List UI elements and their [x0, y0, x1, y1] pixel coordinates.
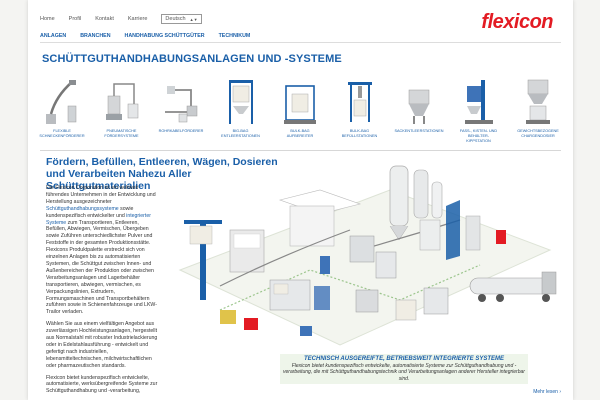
topnav-kontakt[interactable]: Kontakt: [95, 16, 114, 22]
main-headline: Fördern, Befüllen, Entleeren, Wägen, Dos…: [46, 156, 278, 192]
intro-text: Die Flexicon Corporation ist ein weltwei…: [46, 185, 158, 400]
caption-title: TECHNISCH AUSGEREIFTE, BETRIEBSWEIT INTE…: [303, 356, 505, 362]
chevron-down-icon: ▲▼: [189, 16, 198, 22]
topnav-karriere[interactable]: Karriere: [127, 16, 148, 22]
nav-divider: [40, 42, 561, 43]
bag-dump-station-icon: [408, 89, 430, 124]
product-label: SACKENTLEERSTATIONEN: [394, 129, 444, 133]
language-value: Deutsch: [165, 16, 186, 22]
bulk-bag-discharger-icon: [228, 80, 253, 124]
intro-paragraph-2: Wählen Sie aus einem vielfältigen Angebo…: [46, 321, 158, 369]
bulk-bag-conditioner-icon: [284, 85, 316, 124]
nav-branchen[interactable]: BRANCHEN: [80, 33, 111, 39]
pneumatic-conveyor-icon: [105, 83, 138, 120]
topnav-profil[interactable]: Profil: [68, 16, 82, 22]
caption-text: Flexicon bietet kundenspezifisch entwick…: [283, 363, 525, 382]
tubular-cable-conveyor-icon: [165, 86, 198, 123]
bulk-bag-filler-icon: [347, 82, 372, 122]
nav-anlagen[interactable]: ANLAGEN: [40, 33, 67, 39]
language-select[interactable]: Deutsch ▲▼: [161, 14, 202, 24]
section-divider: [40, 150, 561, 151]
topnav-home[interactable]: Home: [40, 16, 55, 22]
link-schuettguthandhabungssysteme[interactable]: Schüttguthandhabungssysteme: [46, 205, 119, 212]
intro-paragraph-1: Die Flexicon Corporation ist ein weltwei…: [46, 185, 157, 316]
product-bag-dump-station[interactable]: SACKENTLEERSTATIONEN: [394, 76, 444, 148]
flexible-screw-conveyor-icon: [46, 80, 77, 124]
nav-handhabung[interactable]: HANDHABUNG SCHÜTTGÜTER: [124, 33, 205, 39]
weigh-batching-icon: [526, 79, 550, 124]
product-label: ROHRKABELFÖRDERER: [158, 129, 204, 133]
page-container: Home Profil Kontakt Karriere Deutsch ▲▼ …: [28, 0, 573, 400]
product-tubular-cable-conveyor[interactable]: ROHRKABELFÖRDERER: [159, 76, 203, 148]
flexicon-logo[interactable]: flexicon: [481, 11, 553, 34]
illustration-caption: TECHNISCH AUSGEREIFTE, BETRIEBSWEIT INTE…: [280, 354, 528, 384]
intro-paragraph-3: Flexicon bietet kundenspezifisch entwick…: [46, 374, 158, 395]
nav-technikum[interactable]: TECHNIKUM: [218, 33, 251, 39]
drum-dumper-icon: [464, 80, 493, 124]
link-integrierte-systeme[interactable]: integrierter Systeme: [46, 212, 151, 226]
read-more-link[interactable]: Mehr lesen ›: [533, 389, 561, 395]
logo-text: flexicon: [481, 11, 553, 33]
integrated-plant-illustration[interactable]: [160, 160, 560, 352]
top-navigation: Home Profil Kontakt Karriere Deutsch ▲▼: [40, 14, 202, 24]
main-navigation: ANLAGEN BRANCHEN HANDHABUNG SCHÜTTGÜTER …: [40, 33, 250, 39]
page-title: SCHÜTTGUTHANDHABUNGSANLAGEN UND -SYSTEME: [42, 53, 342, 65]
